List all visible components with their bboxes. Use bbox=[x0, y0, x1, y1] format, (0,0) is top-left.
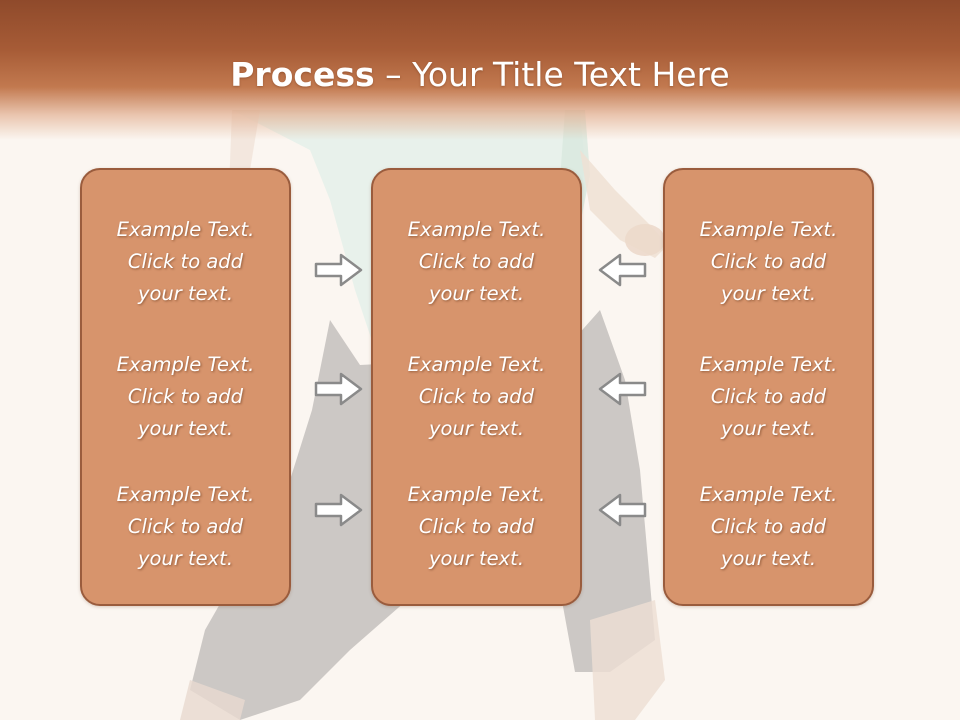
text-line: your text. bbox=[428, 547, 525, 570]
center-panel-text-3[interactable]: Example Text. Click to add your text. bbox=[373, 479, 580, 575]
text-line: Example Text. bbox=[699, 483, 838, 506]
text-line: Example Text. bbox=[699, 218, 838, 241]
text-line: your text. bbox=[137, 417, 234, 440]
text-line: Click to add bbox=[710, 250, 827, 273]
text-line: Click to add bbox=[710, 515, 827, 538]
arrow-right-icon[interactable] bbox=[314, 493, 364, 527]
text-line: your text. bbox=[720, 547, 817, 570]
left-panel-text-1[interactable]: Example Text. Click to add your text. bbox=[82, 214, 289, 310]
arrow-left-icon[interactable] bbox=[597, 253, 647, 287]
arrow-right-icon[interactable] bbox=[314, 253, 364, 287]
text-line: Example Text. bbox=[699, 353, 838, 376]
right-panel-text-1[interactable]: Example Text. Click to add your text. bbox=[665, 214, 872, 310]
arrow-left-icon[interactable] bbox=[597, 493, 647, 527]
text-line: Example Text. bbox=[407, 353, 546, 376]
left-panel-text-2[interactable]: Example Text. Click to add your text. bbox=[82, 349, 289, 445]
text-line: Click to add bbox=[710, 385, 827, 408]
text-line: Click to add bbox=[127, 250, 244, 273]
right-panel-text-3[interactable]: Example Text. Click to add your text. bbox=[665, 479, 872, 575]
left-panel-text-3[interactable]: Example Text. Click to add your text. bbox=[82, 479, 289, 575]
right-panel-text-2[interactable]: Example Text. Click to add your text. bbox=[665, 349, 872, 445]
right-panel[interactable]: Example Text. Click to add your text. Ex… bbox=[663, 168, 874, 606]
text-line: Click to add bbox=[127, 515, 244, 538]
text-line: Click to add bbox=[418, 250, 535, 273]
center-panel-text-1[interactable]: Example Text. Click to add your text. bbox=[373, 214, 580, 310]
text-line: Click to add bbox=[418, 515, 535, 538]
title-bold: Process bbox=[230, 55, 375, 94]
text-line: Example Text. bbox=[407, 218, 546, 241]
arrow-right-icon[interactable] bbox=[314, 372, 364, 406]
left-panel[interactable]: Example Text. Click to add your text. Ex… bbox=[80, 168, 291, 606]
text-line: Click to add bbox=[127, 385, 244, 408]
title-rest: – Your Title Text Here bbox=[374, 55, 730, 94]
slide-title[interactable]: Process – Your Title Text Here bbox=[0, 52, 960, 98]
text-line: your text. bbox=[720, 282, 817, 305]
text-line: Example Text. bbox=[407, 483, 546, 506]
text-line: Example Text. bbox=[116, 483, 255, 506]
center-panel[interactable]: Example Text. Click to add your text. Ex… bbox=[371, 168, 582, 606]
text-line: your text. bbox=[720, 417, 817, 440]
title-bar bbox=[0, 0, 960, 140]
text-line: your text. bbox=[137, 547, 234, 570]
text-line: your text. bbox=[137, 282, 234, 305]
text-line: Click to add bbox=[418, 385, 535, 408]
text-line: your text. bbox=[428, 417, 525, 440]
text-line: your text. bbox=[428, 282, 525, 305]
center-panel-text-2[interactable]: Example Text. Click to add your text. bbox=[373, 349, 580, 445]
text-line: Example Text. bbox=[116, 353, 255, 376]
arrow-left-icon[interactable] bbox=[597, 372, 647, 406]
text-line: Example Text. bbox=[116, 218, 255, 241]
